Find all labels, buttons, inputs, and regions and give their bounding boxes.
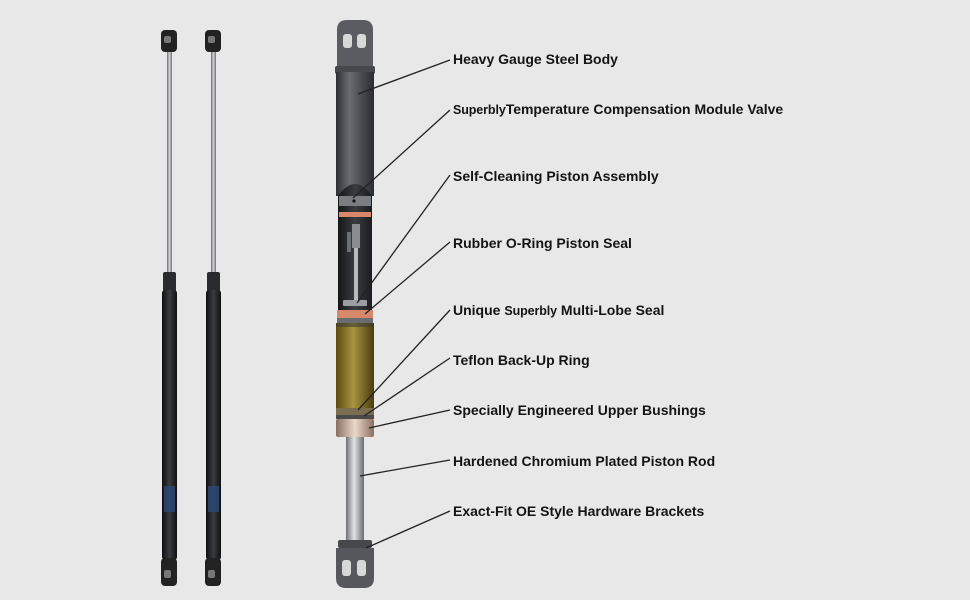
cutaway-strut [335,20,375,588]
strut-2-left [205,30,221,586]
label-text: Exact-Fit OE Style Hardware Brackets [453,503,705,519]
steel-body [336,72,374,196]
upper-bushing [336,419,374,437]
bottom-bracket-hole-right [357,560,366,576]
top-bracket-hole-right [357,34,366,48]
label-rubber-o-ring-piston-seal: Rubber O-Ring Piston Seal [453,235,632,251]
label-heavy-gauge-steel-body: Heavy Gauge Steel Body [453,51,618,67]
strut-1-top-bracket-hole [164,36,171,43]
valve-seal-ring [339,212,371,217]
valve-stem [347,232,351,252]
teflon-back-up-ring [336,415,374,419]
leader-line-temperature-valve [352,109,451,199]
multi-lobe-seal [336,408,374,415]
leader-line-brackets [365,510,451,549]
strut-2-collar [207,272,220,292]
leader-line-piston-assembly [356,174,451,304]
strut-1-left [161,30,177,586]
strut-1-logo-label [164,486,175,512]
leader-line-multi-lobe-seal [357,309,451,411]
oil-chamber [336,323,374,413]
label-chromium-piston-rod: Hardened Chromium Plated Piston Rod [453,453,715,469]
strut-2-logo-label [208,486,219,512]
chrome-piston-rod [346,437,364,541]
label-text: Teflon Back-Up Ring [453,352,590,368]
strut-2-rod [211,52,216,274]
strut-1-bottom-bracket-hole [164,570,171,578]
strut-2-bottom-bracket-hole [208,570,215,578]
bottom-cap [338,540,372,548]
o-ring-seal [337,310,373,318]
label-hardware-brackets: Exact-Fit OE Style Hardware Brackets [453,503,704,519]
top-bracket-hole-left [343,34,352,48]
label-text: Self-Cleaning Piston Assembly [453,168,659,184]
label-self-cleaning-piston-assembly: Self-Cleaning Piston Assembly [453,168,659,184]
label-text: Specially Engineered Upper Bushings [453,402,706,418]
label-text: Rubber O-Ring Piston Seal [453,235,632,251]
brand-name: Superbly [453,103,506,117]
leader-line-piston-rod [359,459,451,477]
top-bracket [337,20,373,66]
label-text: Hardened Chromium Plated Piston Rod [453,453,716,469]
label-prefix: Unique [453,302,505,318]
oil-surface [336,323,374,327]
brand-name: Superbly [504,304,558,318]
label-temperature-compensation-valve: SuperblyTemperature Compensation Module … [453,101,783,118]
strut-1-body [162,290,177,560]
label-upper-bushings: Specially Engineered Upper Bushings [453,402,706,418]
strut-1-rod [167,52,172,274]
leader-line-back-up-ring [363,357,451,417]
strut-2-body [206,290,221,560]
leader-line-steel-body [357,59,451,95]
leader-lines [352,59,451,549]
label-text: Heavy Gauge Steel Body [453,51,618,67]
piston-assembly [343,300,367,306]
label-teflon-back-up-ring: Teflon Back-Up Ring [453,352,590,368]
leader-line-o-ring [364,241,451,315]
bottom-bracket [336,548,374,588]
bottom-bracket-hole-left [342,560,351,576]
label-multi-lobe-seal: Unique Superbly Multi-Lobe Seal [453,302,664,319]
strut-1-collar [163,272,176,292]
seal-separator [337,318,373,323]
label-text: Temperature Compensation Module Valve [505,101,784,117]
leader-line-bushings [368,409,451,429]
strut-2-top-bracket-hole [208,36,215,43]
label-text: Multi-Lobe Seal [557,302,665,318]
inner-piston-rod [354,248,358,300]
compensation-valve [352,224,360,248]
valve-port [352,199,356,203]
